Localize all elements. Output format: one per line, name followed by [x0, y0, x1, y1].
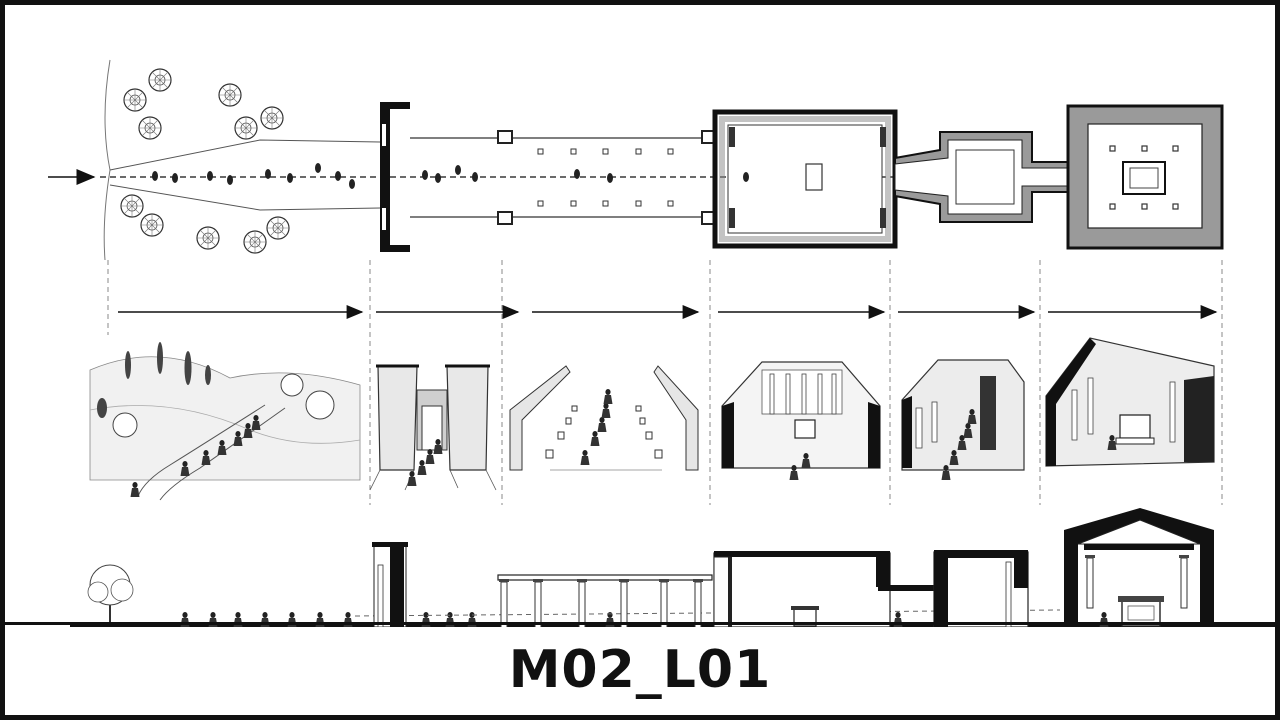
hall-plan	[712, 109, 898, 249]
section-colonnade	[497, 574, 713, 627]
section-pylon	[372, 542, 408, 627]
tree-icon	[266, 216, 290, 240]
altar-icon	[1118, 596, 1164, 627]
column-icon	[1178, 554, 1190, 609]
section-view	[70, 508, 1280, 627]
plan-view	[48, 59, 1224, 261]
caption-bar: M02_L01	[0, 625, 1280, 715]
diagram-canvas	[10, 10, 1280, 627]
altar-icon	[791, 606, 819, 627]
tree-icon	[148, 68, 172, 92]
person-icon	[417, 460, 427, 475]
tree-icon	[140, 213, 164, 237]
column-icon	[532, 578, 544, 627]
column-icon	[618, 578, 630, 627]
section-hall	[713, 551, 891, 627]
tree-icon	[234, 116, 258, 140]
caption-label: M02_L01	[508, 640, 772, 700]
person-icon	[590, 431, 600, 446]
pylon-gate-plan	[380, 102, 410, 252]
perspective-pylon	[369, 364, 497, 491]
tree-icon	[218, 83, 242, 107]
column-icon	[1084, 554, 1096, 609]
person-icon	[580, 450, 590, 465]
tree-icon	[260, 106, 284, 130]
tree-icon	[138, 116, 162, 140]
person-icon	[407, 471, 417, 486]
vestibule-plan	[894, 131, 1071, 223]
perspective-hall	[721, 361, 881, 480]
perspective-sanctuary	[1045, 337, 1215, 467]
approach-plan	[103, 59, 381, 261]
perspective-colonnade	[509, 365, 699, 471]
perspective-vestibule	[901, 359, 1025, 480]
tree-icon	[123, 88, 147, 112]
column-icon	[658, 578, 670, 627]
tree-icon	[87, 564, 134, 625]
tree-icon	[196, 226, 220, 250]
tree-icon	[243, 230, 267, 254]
section-sanctuary	[1064, 508, 1214, 627]
sanctuary-plan	[1066, 104, 1224, 250]
section-vestibule	[878, 550, 1029, 627]
person-icon	[601, 403, 611, 418]
column-icon	[576, 578, 588, 627]
caption-divider	[0, 622, 1280, 625]
person-icon	[130, 482, 140, 497]
stage-dividers	[107, 260, 1223, 505]
person-icon	[597, 417, 607, 432]
tree-icon	[120, 194, 144, 218]
person-icon	[603, 389, 613, 404]
column-icon	[498, 578, 510, 627]
column-icon	[692, 578, 704, 627]
perspective-views	[89, 337, 1215, 501]
person-icon	[425, 449, 435, 464]
perspective-approach	[89, 342, 361, 501]
